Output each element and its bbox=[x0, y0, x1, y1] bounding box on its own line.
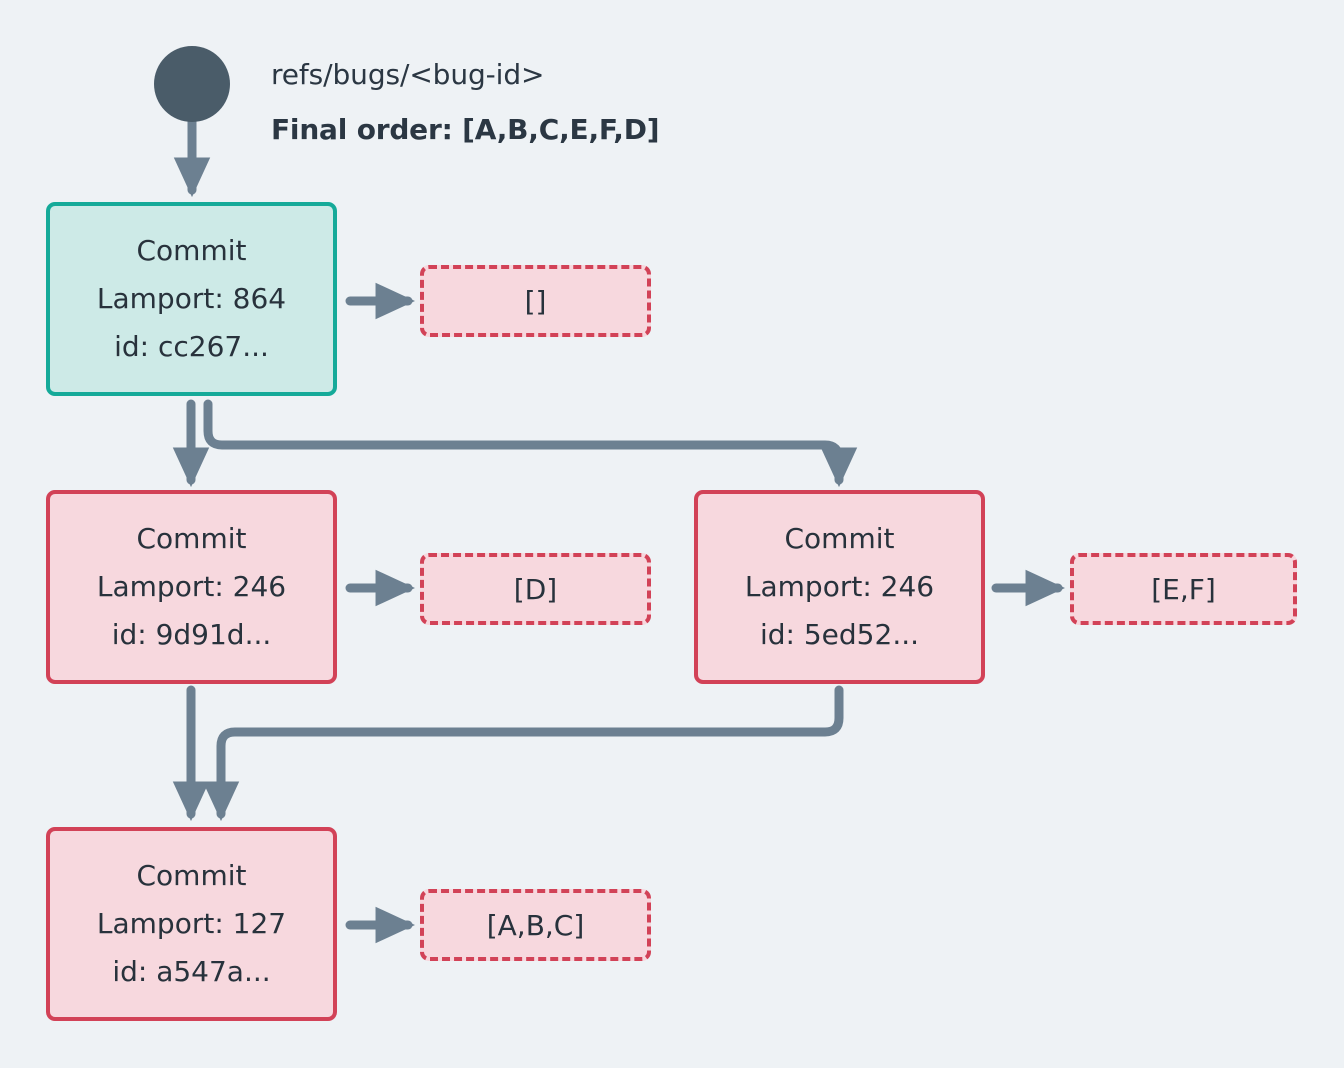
commit-lamport: Lamport: 246 bbox=[744, 569, 935, 603]
ops-box-cc267[interactable]: [] bbox=[420, 265, 651, 337]
ops-box-5ed52[interactable]: [E,F] bbox=[1070, 553, 1297, 625]
commit-node-5ed52[interactable]: Commit Lamport: 246 id: 5ed52... bbox=[694, 490, 985, 684]
commit-id: id: cc267... bbox=[114, 330, 269, 364]
commit-lamport: Lamport: 864 bbox=[96, 281, 287, 315]
commit-title: Commit bbox=[136, 858, 247, 892]
ref-root-node bbox=[154, 46, 230, 122]
commit-id: id: a547a... bbox=[112, 955, 271, 989]
ops-box-label: [D] bbox=[513, 572, 558, 606]
ops-box-label: [E,F] bbox=[1151, 572, 1216, 606]
commit-id: id: 9d91d... bbox=[111, 618, 272, 652]
commit-node-a547a[interactable]: Commit Lamport: 127 id: a547a... bbox=[46, 827, 337, 1021]
edge-cc267-to-5ed52 bbox=[203, 399, 858, 488]
edge-5ed52-to-a547a bbox=[202, 685, 844, 822]
commit-node-9d91d[interactable]: Commit Lamport: 246 id: 9d91d... bbox=[46, 490, 337, 684]
ops-box-a547a[interactable]: [A,B,C] bbox=[420, 889, 651, 961]
commit-title: Commit bbox=[136, 521, 247, 555]
ops-box-label: [] bbox=[524, 284, 547, 318]
commit-node-cc267[interactable]: Commit Lamport: 864 id: cc267... bbox=[46, 202, 337, 396]
commit-title: Commit bbox=[136, 233, 247, 267]
ops-box-label: [A,B,C] bbox=[486, 908, 585, 942]
commit-title: Commit bbox=[784, 521, 895, 555]
commit-lamport: Lamport: 127 bbox=[96, 906, 287, 940]
ops-box-9d91d[interactable]: [D] bbox=[420, 553, 651, 625]
commit-lamport: Lamport: 246 bbox=[96, 569, 287, 603]
ref-final-order-label: Final order: [A,B,C,E,F,D] bbox=[271, 113, 660, 146]
ref-path-label: refs/bugs/<bug-id> bbox=[271, 58, 545, 91]
commit-id: id: 5ed52... bbox=[759, 618, 920, 652]
